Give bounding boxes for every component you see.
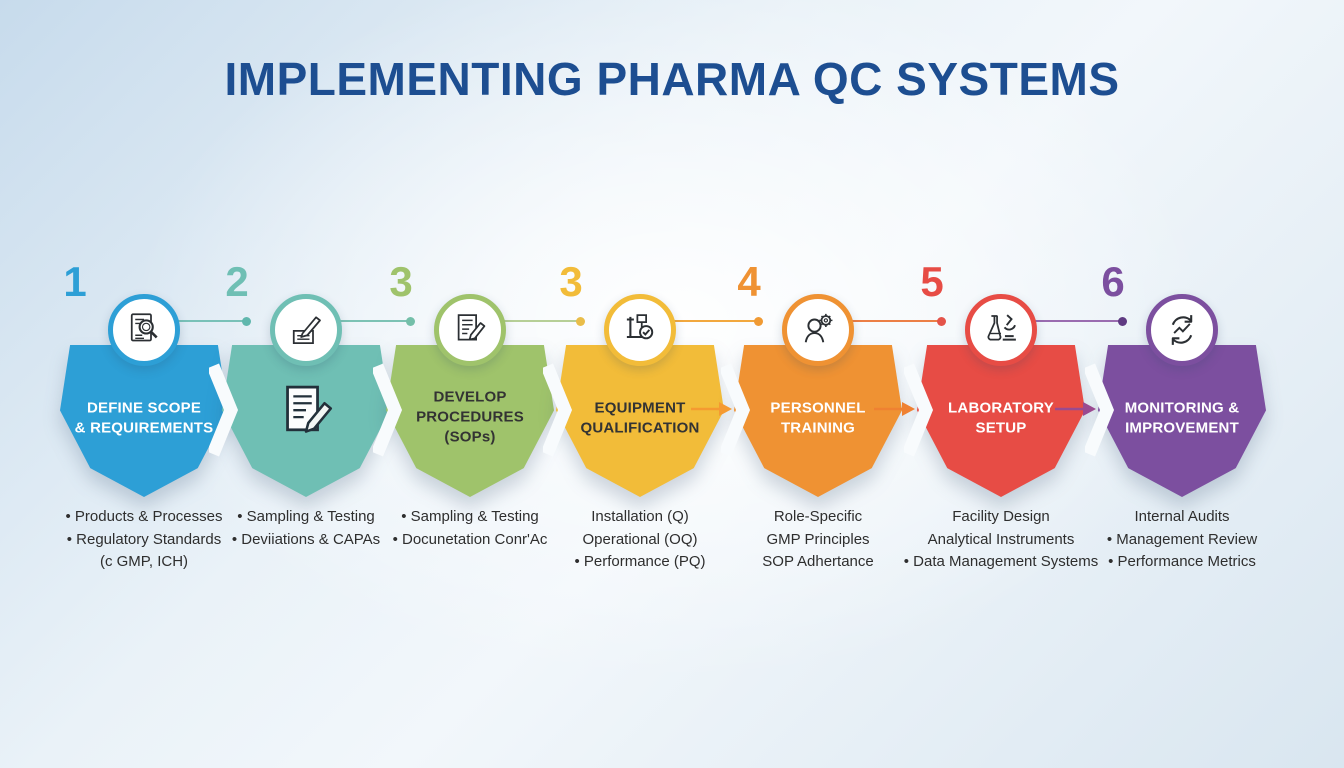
bullet-line: • Performance Metrics xyxy=(1108,553,1256,570)
junction-arrow-icon xyxy=(874,402,915,416)
bullet-line: Analytical Instruments xyxy=(927,530,1075,548)
step-number: 4 xyxy=(737,258,761,305)
connector-line xyxy=(174,316,251,326)
icon-circle xyxy=(108,294,180,366)
bullet-line: GMP Principles xyxy=(766,530,870,548)
step-bullets: • Products & Processes • Regulatory Stan… xyxy=(39,506,249,574)
step-develop-procedures: 3 DEVELOP PROCEDURES (SOPs) • Sampling &… xyxy=(365,0,585,768)
step-record-review: 2 • Sampling & Testing • Deviiations & C… xyxy=(201,0,415,768)
step-personnel-training: 4 PERSONNEL TRAINING Role-Specific GMP P… xyxy=(691,0,946,768)
icon-circle xyxy=(604,294,676,366)
connector-line xyxy=(500,316,585,326)
equipment-check-icon xyxy=(626,314,654,340)
junction-chevron-icon xyxy=(373,363,403,457)
hexagon xyxy=(222,345,390,497)
person-gear-icon xyxy=(804,313,833,343)
junction-chevron-icon xyxy=(904,363,934,457)
junction-chevron-icon xyxy=(543,363,573,457)
hexagon: MONITORING & IMPROVEMENT xyxy=(1098,345,1266,497)
step-bullets: Internal Audits • Management Review • Pe… xyxy=(1077,506,1287,574)
bullet-line: Installation (Q) xyxy=(591,508,689,525)
junction-chevron-icon xyxy=(721,363,751,457)
step-number: 2 xyxy=(225,258,249,305)
hexagon: PERSONNEL TRAINING xyxy=(734,345,902,497)
icon-circle xyxy=(434,294,506,366)
bullet-line: • Sampling & Testing xyxy=(237,508,375,525)
connector-line xyxy=(670,316,763,326)
step-monitoring-improvement: 6 MONITORING & IMPROVEMENT Internal Audi… xyxy=(1055,0,1287,768)
bullet-line: Role-Specific xyxy=(773,508,863,525)
bullet-line: Facility Design xyxy=(952,508,1050,525)
junction-chevron-icon xyxy=(209,363,239,457)
connector-line xyxy=(1031,316,1127,326)
step-bullets: • Sampling & Testing • Deviiations & CAP… xyxy=(201,506,411,551)
step-laboratory-setup: 5 LABORATORY SETUP Facility Design Analy… xyxy=(874,0,1127,768)
step-define-scope: 1 DEFINE SCOPE & REQUIREMENTS • Products… xyxy=(39,0,251,768)
step-number: 5 xyxy=(920,258,944,305)
step-bullets: Installation (Q) Operational (OQ) • Perf… xyxy=(535,506,745,574)
hexagon-label: DEFINE SCOPE & REQUIREMENTS xyxy=(74,399,214,437)
junction-chevron-icon xyxy=(1085,363,1115,457)
hexagon: LABORATORY SETUP xyxy=(917,345,1085,497)
bullet-line: • Management Review xyxy=(1106,530,1258,548)
bullet-line: • Products & Processes xyxy=(65,508,223,525)
icon-circle xyxy=(965,294,1037,366)
document-edit-icon xyxy=(457,314,486,341)
document-pencil-icon xyxy=(278,382,334,447)
icon-circle xyxy=(782,294,854,366)
step-bullets: Role-Specific GMP Principles SOP Adherta… xyxy=(713,506,923,574)
bullet-line: • Sampling & Testing xyxy=(401,508,539,525)
connector-line xyxy=(848,316,946,326)
hexagon-label: MONITORING & IMPROVEMENT xyxy=(1124,399,1240,437)
bullet-line: Internal Audits xyxy=(1134,508,1230,525)
step-bullets: Facility Design Analytical Instruments •… xyxy=(896,506,1106,574)
connector-line xyxy=(336,316,415,326)
icon-circle xyxy=(1146,294,1218,366)
cycle-arrows-icon xyxy=(1171,315,1193,345)
bullet-line: • Performance (PQ) xyxy=(574,553,706,570)
step-number: 6 xyxy=(1101,258,1125,305)
bullet-line: SOP Adhertance xyxy=(762,553,874,570)
bullet-line: • Docunetation Conr'Ac xyxy=(392,530,548,548)
hexagon: DEVELOP PROCEDURES (SOPs) xyxy=(386,345,554,497)
step-bullets: • Sampling & Testing • Docunetation Conr… xyxy=(365,506,575,551)
bullet-line: Operational (OQ) xyxy=(582,530,698,548)
hexagon-label: LABORATORY SETUP xyxy=(948,399,1054,437)
bullet-line: (c GMP, ICH) xyxy=(99,553,189,570)
bullet-line: • Data Management Systems xyxy=(903,553,1099,570)
junction-arrow-icon xyxy=(691,402,732,416)
step-number: 1 xyxy=(63,258,87,305)
step-number: 3 xyxy=(389,258,413,305)
bullet-line: • Deviiations & CAPAs xyxy=(231,530,381,548)
junction-arrow-icon xyxy=(1055,402,1096,416)
hexagon-label: PERSONNEL TRAINING xyxy=(770,399,866,437)
icon-circle xyxy=(270,294,342,366)
bullet-line: • Regulatory Standards xyxy=(66,530,222,548)
hexagon: EQUIPMENT QUALIFICATION xyxy=(556,345,724,497)
hexagon-label: EQUIPMENT QUALIFICATION xyxy=(580,399,700,437)
step-number: 3 xyxy=(559,258,583,305)
page-title: IMPLEMENTING PHARMA QC SYSTEMS xyxy=(224,53,1120,105)
document-magnifier-icon xyxy=(130,313,158,342)
hexagon-label: DEVELOP PROCEDURES (SOPs) xyxy=(416,388,524,446)
lab-flask-microscope-icon xyxy=(987,314,1016,341)
step-equipment-qualification: 3 EQUIPMENT QUALIFICATION Installation (… xyxy=(535,0,763,768)
hexagon: DEFINE SCOPE & REQUIREMENTS xyxy=(60,345,228,497)
signature-pencil-icon xyxy=(292,316,321,344)
